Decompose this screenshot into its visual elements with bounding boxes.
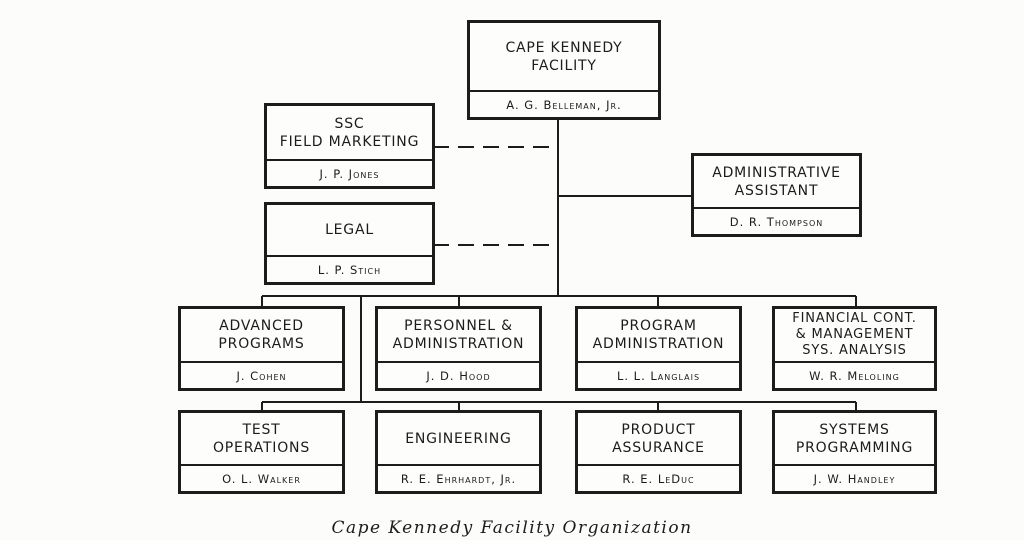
legal-box: LEGAL L. P. Stich [264,202,435,285]
personnel-administration-box: PERSONNEL & ADMINISTRATION J. D. Hood [375,306,542,391]
box-title: CAPE KENNEDY FACILITY [505,39,623,74]
test-operations-box: TEST OPERATIONS O. L. Walker [178,410,345,494]
administrative-assistant-box: ADMINISTRATIVE ASSISTANT D. R. Thompson [691,153,862,237]
box-title: LEGAL [325,222,374,238]
box-title: SYSTEMS PROGRAMMING [795,421,914,456]
product-assurance-box: PRODUCT ASSURANCE R. E. LeDuc [575,410,742,494]
box-name: R. E. Ehrhardt, Jr. [378,464,539,491]
box-name: O. L. Walker [181,464,342,491]
box-title: TEST OPERATIONS [212,421,311,456]
box-name: R. E. LeDuc [578,464,739,491]
ssc-field-marketing-box: SSC FIELD MARKETING J. P. Jones [264,103,435,189]
box-title: ADVANCED PROGRAMS [218,318,305,352]
box-title: SSC FIELD MARKETING [279,115,420,150]
diagram-caption: Cape Kennedy Facility Organization [331,518,693,538]
financial-control-box: FINANCIAL CONT. & MANAGEMENT SYS. ANALYS… [772,306,937,391]
systems-programming-box: SYSTEMS PROGRAMMING J. W. Handley [772,410,937,494]
box-title: PROGRAM ADMINISTRATION [592,318,725,352]
box-name: W. R. Meloling [775,361,934,388]
box-title: ENGINEERING [405,430,512,447]
box-name: J. P. Jones [267,159,432,186]
box-name: L. L. Langlais [578,361,739,388]
box-title: PRODUCT ASSURANCE [612,421,705,456]
program-administration-box: PROGRAM ADMINISTRATION L. L. Langlais [575,306,742,391]
advanced-programs-box: ADVANCED PROGRAMS J. Cohen [178,306,345,391]
box-title: ADMINISTRATIVE ASSISTANT [712,164,841,199]
box-name: J. W. Handley [775,464,934,491]
box-name: J. Cohen [181,361,342,388]
engineering-box: ENGINEERING R. E. Ehrhardt, Jr. [375,410,542,494]
box-name: J. D. Hood [378,361,539,388]
box-title: PERSONNEL & ADMINISTRATION [392,318,525,352]
cape-kennedy-facility-box: CAPE KENNEDY FACILITY A. G. Belleman, Jr… [467,20,661,120]
box-title: FINANCIAL CONT. & MANAGEMENT SYS. ANALYS… [792,311,917,358]
box-name: D. R. Thompson [694,207,859,234]
box-name: L. P. Stich [267,255,432,282]
box-name: A. G. Belleman, Jr. [470,90,658,117]
